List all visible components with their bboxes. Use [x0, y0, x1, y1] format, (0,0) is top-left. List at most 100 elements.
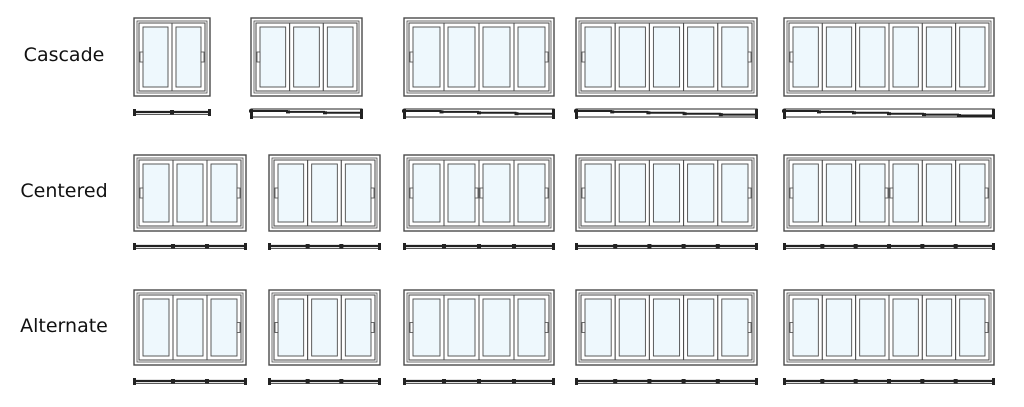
centered-door-5-panel [575, 154, 758, 232]
track-stop [647, 244, 652, 249]
centered-door-6-panel [783, 154, 995, 232]
glass-pane [293, 26, 320, 88]
glass-pane [892, 163, 919, 223]
alternate-door-4-panel [403, 289, 555, 366]
track-end [992, 109, 995, 119]
track-stop [920, 379, 925, 384]
track-stop [512, 244, 516, 249]
track-plan [133, 109, 211, 116]
glass-pane [447, 298, 476, 357]
glass-pane [892, 26, 919, 88]
glass-pane [825, 163, 853, 223]
track-end [378, 243, 381, 250]
glass-pane [652, 298, 681, 357]
glass-pane [652, 26, 681, 88]
door-inner-frame [271, 157, 378, 229]
track-stop [647, 379, 652, 384]
track-stop [613, 379, 618, 384]
glass-pane [175, 26, 202, 88]
glass-pane [584, 163, 612, 223]
handle-icon [409, 187, 414, 199]
glass-pane [618, 163, 646, 223]
glass-pane [792, 163, 819, 223]
track-stop [477, 244, 481, 249]
handle-icon [256, 51, 261, 63]
glass-pane [584, 26, 612, 88]
track-plan [574, 108, 758, 119]
track-plan [249, 108, 363, 119]
handle-icon [581, 322, 586, 333]
alternate-door-3-panel [133, 289, 247, 366]
track-plan [133, 378, 247, 385]
track-plan [575, 378, 758, 385]
centered-door-3-panel [268, 154, 381, 232]
track-end [378, 378, 381, 385]
track-stop [953, 244, 958, 249]
glass-pane [892, 298, 919, 357]
glass-pane [925, 163, 953, 223]
row-label-centered: Centered [20, 180, 108, 202]
track-plan [133, 243, 247, 250]
door-inner-frame [406, 157, 552, 229]
handle-icon [139, 51, 144, 63]
track-stop [477, 111, 481, 115]
track-end [755, 378, 758, 385]
glass-pane [142, 163, 170, 223]
cascade-door-3-panel [250, 17, 363, 97]
handle-icon [581, 51, 586, 63]
door-inner-frame [136, 20, 208, 94]
glass-pane [412, 163, 441, 223]
glass-pane [792, 298, 819, 357]
glass-pane [618, 298, 646, 357]
track-plan [783, 378, 995, 385]
track-end [755, 109, 758, 119]
track-end [244, 378, 247, 385]
alternate-door-5-panel [575, 289, 758, 366]
track-plan [402, 108, 555, 119]
door-inner-frame [578, 292, 755, 363]
handle-icon [889, 187, 894, 199]
track-stop [681, 244, 686, 249]
handle-icon [544, 51, 549, 63]
track-end [783, 109, 786, 119]
track-end [755, 243, 758, 250]
track-plan [403, 243, 555, 250]
glass-pane [959, 163, 986, 223]
track-end [552, 243, 555, 250]
glass-pane [176, 298, 204, 357]
handle-icon [747, 322, 752, 333]
handle-icon [409, 322, 414, 333]
glass-pane [687, 26, 715, 88]
handle-icon [370, 322, 375, 333]
track-end [575, 378, 578, 385]
handle-icon [274, 187, 279, 199]
glass-pane [311, 163, 338, 223]
track-end [133, 109, 136, 116]
track-plan [268, 378, 381, 385]
row-label-cascade: Cascade [23, 44, 105, 66]
track-stop [477, 379, 481, 384]
track-stop [953, 379, 958, 384]
glass-pane [825, 298, 853, 357]
track-end [360, 109, 363, 119]
track-stop [171, 379, 175, 384]
handle-icon [984, 322, 989, 333]
track-end [268, 243, 271, 250]
door-inner-frame [406, 292, 552, 363]
track-end [992, 243, 995, 250]
glass-pane [412, 298, 441, 357]
door-inner-frame [578, 20, 755, 94]
track-stop [820, 379, 825, 384]
handle-icon [789, 187, 794, 199]
glass-pane [344, 163, 372, 223]
track-stop [171, 244, 175, 249]
handle-icon [544, 322, 549, 333]
glass-pane [792, 26, 819, 88]
track-stop [853, 244, 858, 249]
track-stop [305, 379, 310, 384]
track-end [244, 243, 247, 250]
track-stop [820, 244, 825, 249]
track-stop [286, 110, 290, 114]
handle-icon [544, 187, 549, 199]
glass-pane [326, 26, 354, 88]
